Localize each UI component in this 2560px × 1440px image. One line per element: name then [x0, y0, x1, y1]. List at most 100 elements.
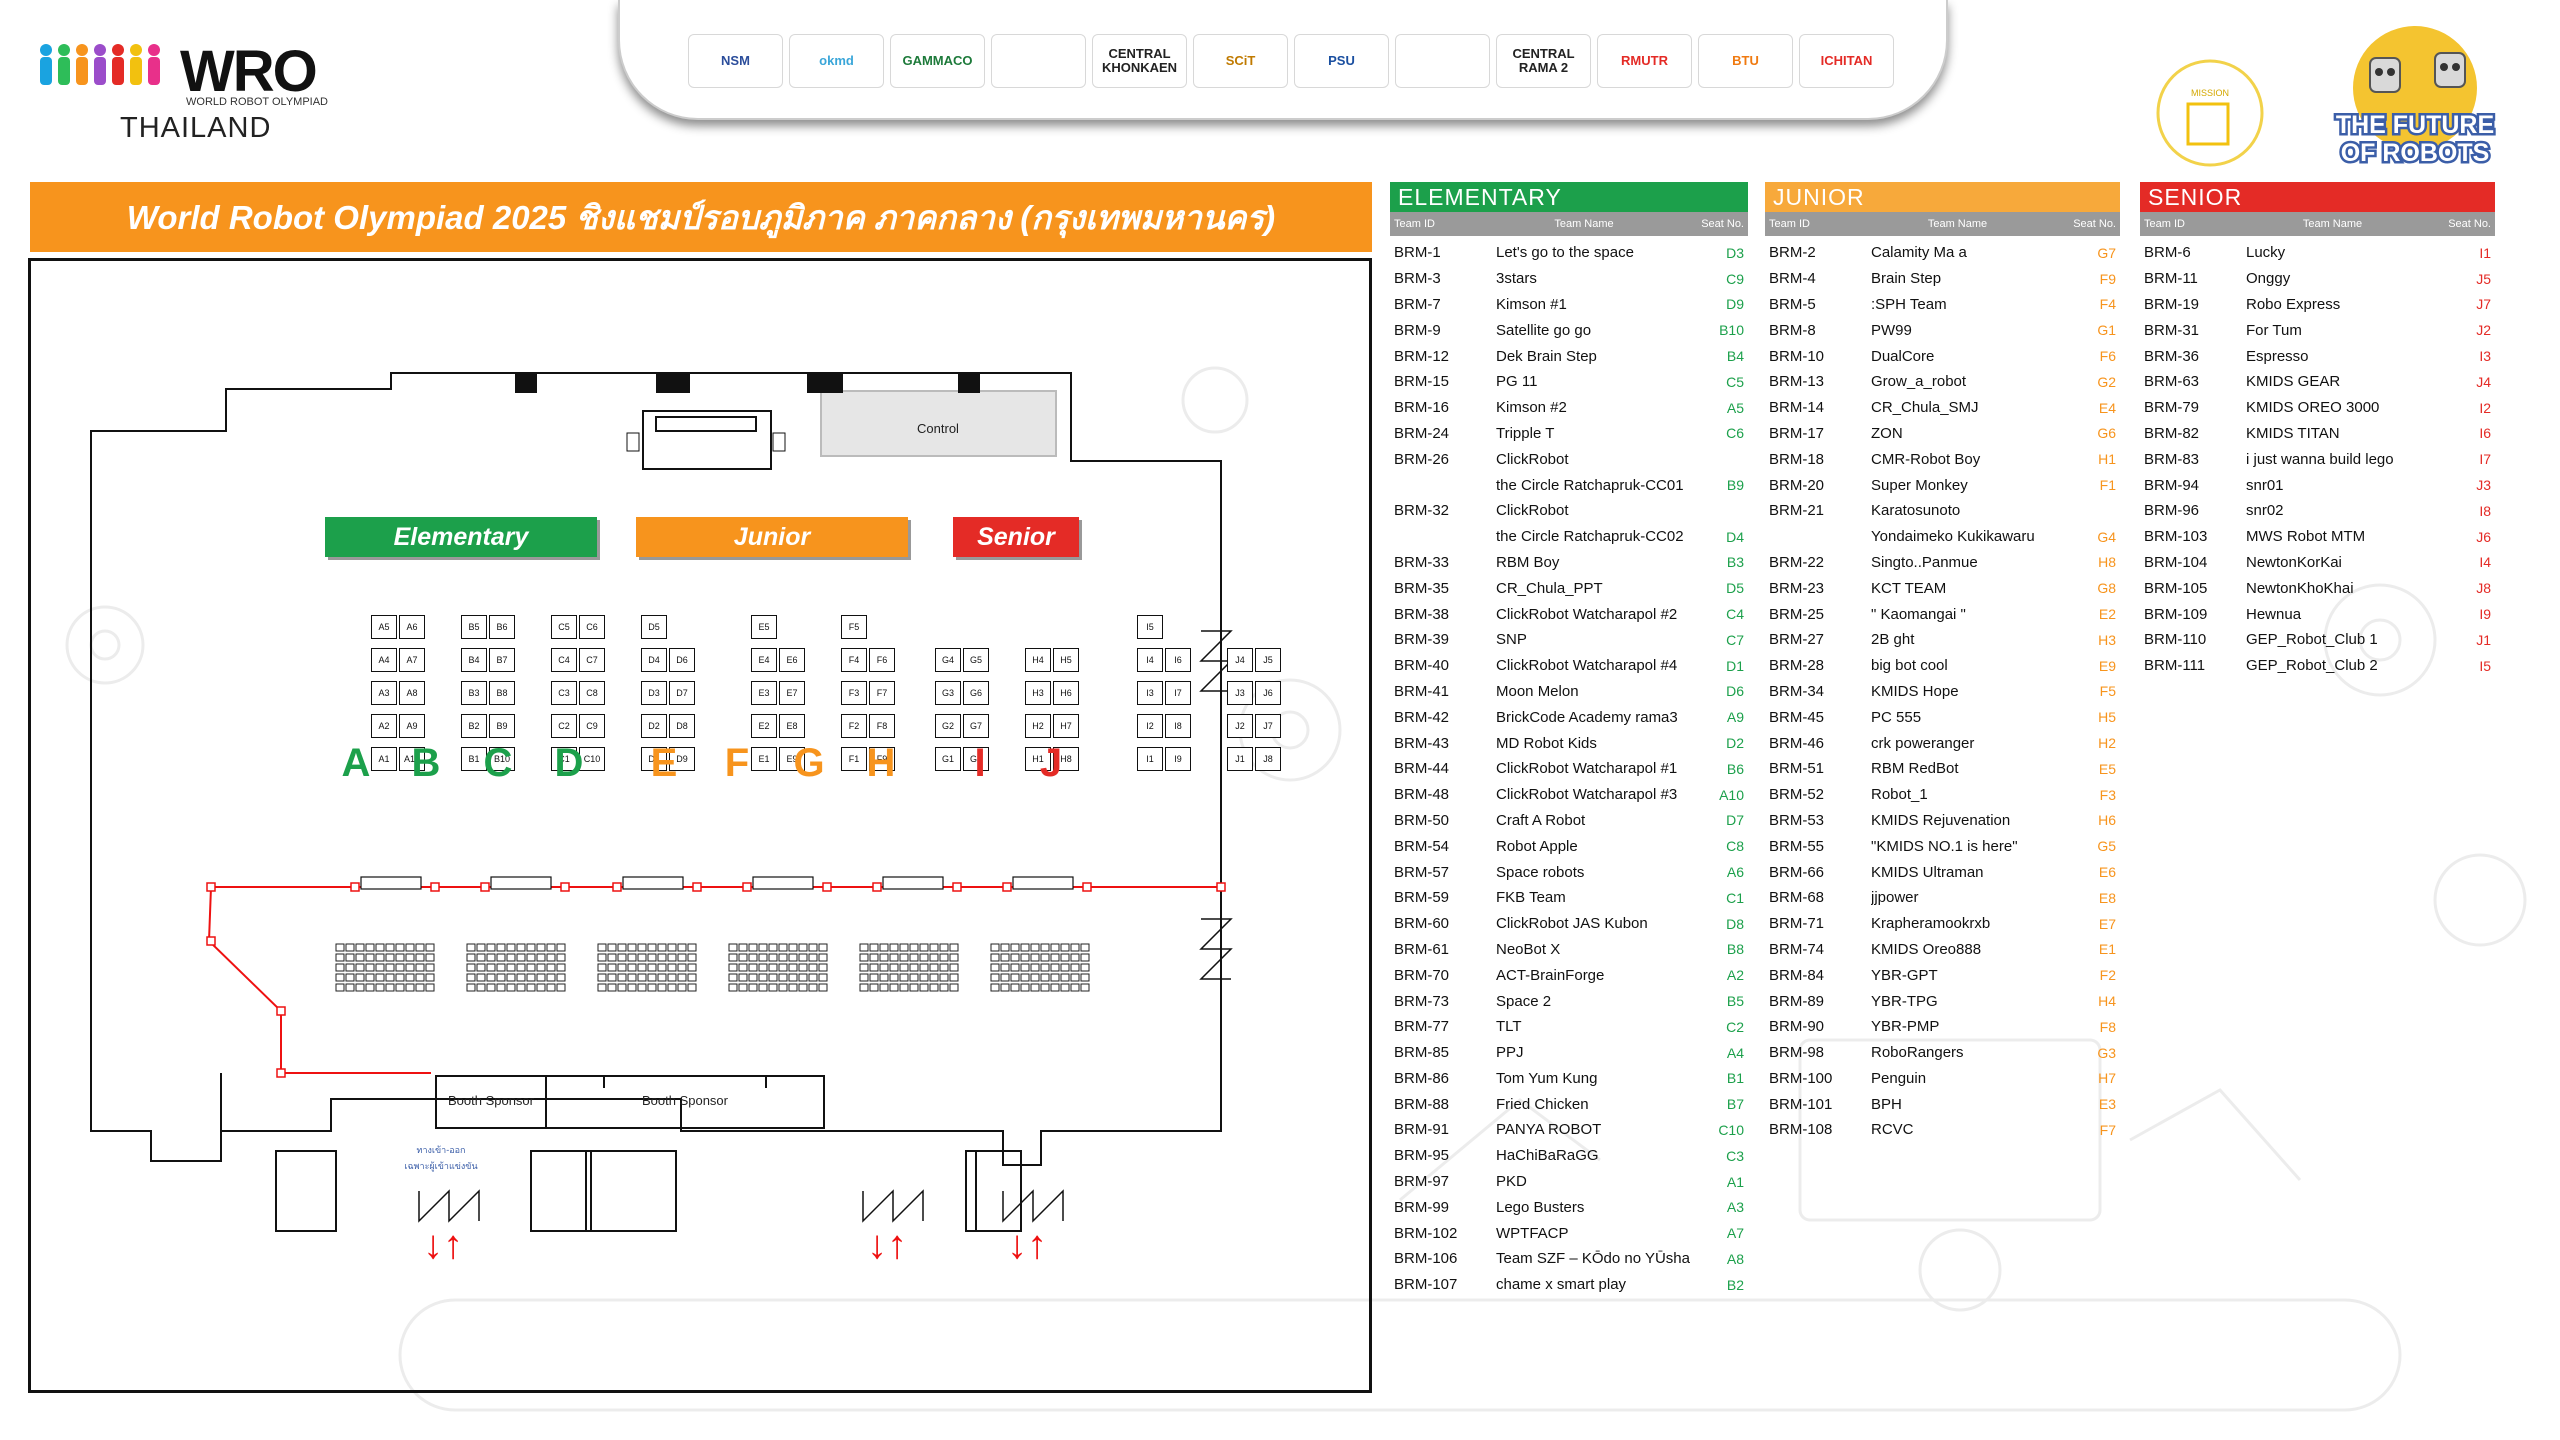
audience-seat	[758, 953, 768, 962]
audience-seat	[909, 983, 919, 992]
seat-cell: G8	[963, 747, 989, 771]
team-name: Singto..Panmue	[1871, 553, 1978, 571]
audience-seat	[607, 963, 617, 972]
audience-seat	[516, 953, 526, 962]
seat-no: H6	[2098, 812, 2116, 829]
seat-no: E1	[2098, 941, 2116, 958]
seat-no: E2	[2098, 606, 2116, 623]
team-id: BRM-36	[2144, 347, 2200, 365]
audience-seat	[798, 983, 808, 992]
seat-cell: F9	[869, 747, 895, 771]
seat-cell: E7	[779, 681, 805, 705]
team-name: Karatosunoto	[1871, 502, 1961, 520]
audience-seat	[637, 973, 647, 982]
seat-no: E9	[2098, 657, 2116, 674]
team-name: KMIDS Rejuvenation	[1871, 811, 2011, 829]
seat-no: C4	[1726, 606, 1744, 623]
team-name: Robo Express	[2246, 295, 2341, 313]
team-id: BRM-33	[1394, 553, 1450, 571]
audience-seat	[486, 963, 496, 972]
seat-cell: D7	[669, 681, 695, 705]
audience-seat	[476, 953, 486, 962]
audience-seat	[667, 973, 677, 982]
audience-seat	[990, 943, 1000, 952]
audience-seat	[859, 953, 869, 962]
team-id: BRM-21	[1769, 502, 1825, 520]
seat-cell: B2	[461, 714, 487, 738]
audience-seat	[808, 983, 818, 992]
seat-no: G2	[2097, 373, 2116, 390]
audience-seat	[788, 953, 798, 962]
floor-plan-drawing	[90, 372, 1233, 1232]
audience-seat	[768, 963, 778, 972]
elementary-panel-columns: Team ID Team Name Seat No.	[1390, 212, 1748, 236]
sponsor-logo: CENTRAL KHONKAEN	[1092, 34, 1187, 88]
seat-cell: C8	[579, 681, 605, 705]
audience-seat	[939, 983, 949, 992]
audience-seat	[425, 953, 435, 962]
audience-seat	[808, 973, 818, 982]
team-name: SNP	[1496, 631, 1527, 649]
seat-cell: D1	[641, 747, 667, 771]
audience-seat	[889, 983, 899, 992]
seat-no: A6	[1726, 864, 1744, 881]
team-id: BRM-98	[1769, 1044, 1825, 1062]
team-id: BRM-27	[1769, 631, 1825, 649]
audience-seat	[597, 943, 607, 952]
seat-cell: D6	[669, 648, 695, 672]
audience-seat	[667, 953, 677, 962]
col-seat-no: Seat No.	[2073, 218, 2116, 230]
team-id: BRM-89	[1769, 992, 1825, 1010]
audience-seat	[506, 953, 516, 962]
audience-seat	[939, 953, 949, 962]
audience-seat	[899, 963, 909, 972]
seat-no: H1	[2098, 451, 2116, 468]
team-id: BRM-38	[1394, 605, 1450, 623]
audience-seat	[526, 953, 536, 962]
seat-cell: E3	[751, 681, 777, 705]
audience-seat	[869, 943, 879, 952]
team-id: BRM-77	[1394, 1018, 1450, 1036]
audience-seat	[597, 973, 607, 982]
audience-seat	[1060, 983, 1070, 992]
audience-seat	[365, 953, 375, 962]
future-robots-emblem: MISSION THE FUTURE OF ROBOTS	[2156, 26, 2497, 170]
audience-seat	[889, 973, 899, 982]
team-name: Tripple T	[1496, 424, 1555, 442]
audience-seat	[516, 963, 526, 972]
audience-seat	[990, 963, 1000, 972]
col-team-name: Team Name	[1554, 218, 1614, 230]
team-id: BRM-66	[1769, 863, 1825, 881]
seat-cell: B10	[489, 747, 515, 771]
team-name: Krapheramookrxb	[1871, 915, 1991, 933]
audience-seat	[677, 953, 687, 962]
seat-no: C7	[1726, 631, 1744, 648]
audience-seat	[637, 953, 647, 962]
team-id: BRM-70	[1394, 966, 1450, 984]
audience-seat	[385, 953, 395, 962]
seat-no: J2	[2476, 322, 2491, 339]
audience-seat	[466, 943, 476, 952]
seat-cell: A5	[371, 615, 397, 639]
audience-seat	[728, 983, 738, 992]
junior-panel-columns: Team ID Team Name Seat No.	[1765, 212, 2120, 236]
team-name: KMIDS GEAR	[2246, 373, 2341, 391]
team-name: ClickRobot Watcharapol #4	[1496, 657, 1678, 675]
seat-no: F1	[2099, 477, 2116, 494]
team-id: BRM-9	[1394, 321, 1441, 339]
seat-cell: J1	[1227, 747, 1253, 771]
team-name: Penguin	[1871, 1069, 1927, 1087]
team-name: KMIDS OREO 3000	[2246, 399, 2380, 417]
audience-seat	[1030, 983, 1040, 992]
